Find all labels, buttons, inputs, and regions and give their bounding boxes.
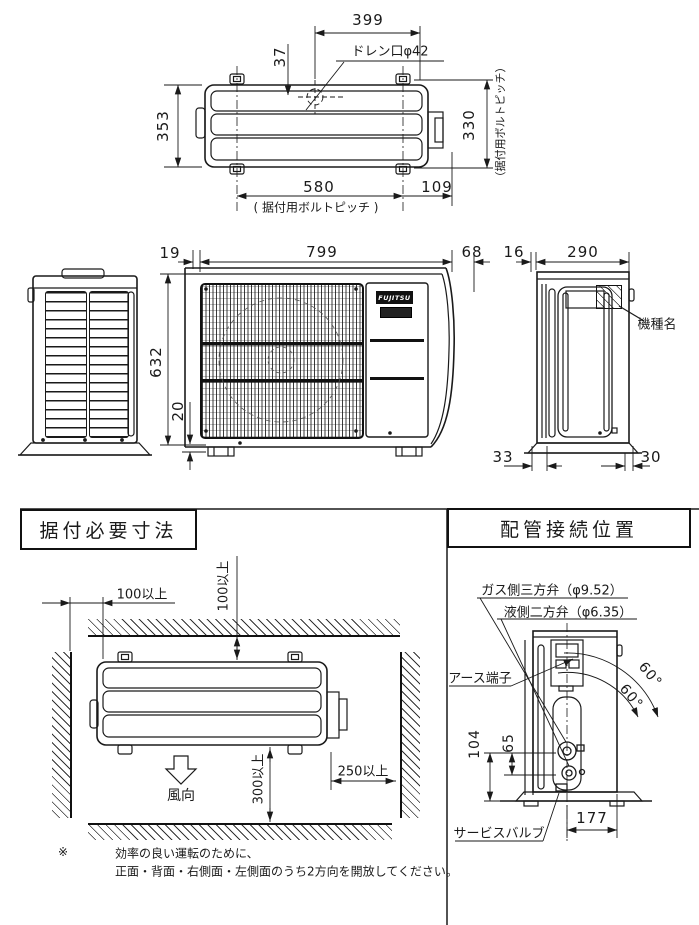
liquid-valve-label: 液側二方弁（φ6.35） xyxy=(503,605,633,621)
dim-16-label: 16 xyxy=(503,243,525,261)
sub-brand-badge xyxy=(380,307,412,318)
dim-37-label: 37 xyxy=(271,46,289,68)
side-louver-column-left xyxy=(45,291,87,438)
drain-port xyxy=(298,80,343,114)
dim-104-label: 104 xyxy=(467,729,483,759)
dim-19-label: 19 xyxy=(159,244,181,262)
dim-330-label: 330 xyxy=(460,109,478,141)
dim-68-label: 68 xyxy=(461,243,483,261)
note-line1: 効率の良い運転のために、 xyxy=(115,846,259,861)
side-louver-column-right xyxy=(89,291,129,438)
installation-section-header: 据付必要寸法 xyxy=(20,509,197,550)
dim-580-label: 580 xyxy=(303,178,335,196)
piping-header-text: 配管接続位置 xyxy=(499,518,638,541)
dim-109-label: 109 xyxy=(421,178,453,196)
angle-inner-label: 60° xyxy=(615,681,647,713)
angle-outer-label: 60° xyxy=(634,659,666,691)
note-line2: 正面・背面・右側面・左側面のうち2方向を開放してください。 xyxy=(115,864,458,879)
wind-direction-arrow xyxy=(164,755,198,785)
terminal-box xyxy=(550,639,584,692)
model-name-hatch-box xyxy=(596,285,622,309)
mounting-bolts xyxy=(229,73,411,175)
dim-177-label: 177 xyxy=(576,809,608,827)
clearance-bottom-label: 300以上 xyxy=(251,753,267,805)
ground-hatch xyxy=(88,823,392,840)
drain-port-label: ドレン口φ42 xyxy=(351,44,429,60)
top-view-left-bump xyxy=(195,107,206,139)
ceiling-hatch xyxy=(88,619,400,637)
dim-353-label: 353 xyxy=(154,110,172,142)
dim-20-label: 20 xyxy=(169,400,187,422)
dim-65-label: 65 xyxy=(501,733,517,753)
fujitsu-logo: FUJITSU xyxy=(376,291,413,304)
piping-section-header: 配管接続位置 xyxy=(447,508,691,548)
install-mounting-bolts xyxy=(117,651,303,755)
clearance-right-label: 250以上 xyxy=(337,764,389,780)
front-feet xyxy=(207,446,423,457)
gas-valve-label: ガス側三方弁（φ9.52） xyxy=(481,583,623,599)
model-name-label: 機種名 xyxy=(637,317,677,333)
right-wall-hatch xyxy=(400,652,420,818)
service-valve-label: サービスバルブ xyxy=(453,826,545,842)
dim-33-label: 33 xyxy=(492,448,514,466)
fan-grille xyxy=(200,283,364,439)
bolt-pitch-right-label: （据付用ボルトピッチ） xyxy=(494,61,507,183)
clearance-left-label: 100以上 xyxy=(116,587,168,603)
right-side-view-drawing xyxy=(524,271,645,454)
dim-30-label: 30 xyxy=(640,448,662,466)
installation-header-text: 据付必要寸法 xyxy=(39,520,178,542)
dim-632-label: 632 xyxy=(147,346,165,378)
dim-290-label: 290 xyxy=(567,243,599,261)
installation-drawing xyxy=(89,651,348,785)
wind-direction-label: 風向 xyxy=(167,788,195,804)
note-mark: ※ xyxy=(57,845,69,859)
bolt-pitch-bottom-label: ( 据付用ボルトピッチ ) xyxy=(253,200,379,215)
left-wall-hatch xyxy=(52,652,72,818)
valves xyxy=(555,741,586,792)
earth-terminal-label: アース端子 xyxy=(448,671,512,687)
top-view-valve-cover xyxy=(427,111,444,149)
dim-399-label: 399 xyxy=(352,11,384,29)
dim-799-label: 799 xyxy=(306,243,338,261)
clearance-top-label: 100以上 xyxy=(216,560,232,612)
piping-dimensions xyxy=(449,597,637,842)
